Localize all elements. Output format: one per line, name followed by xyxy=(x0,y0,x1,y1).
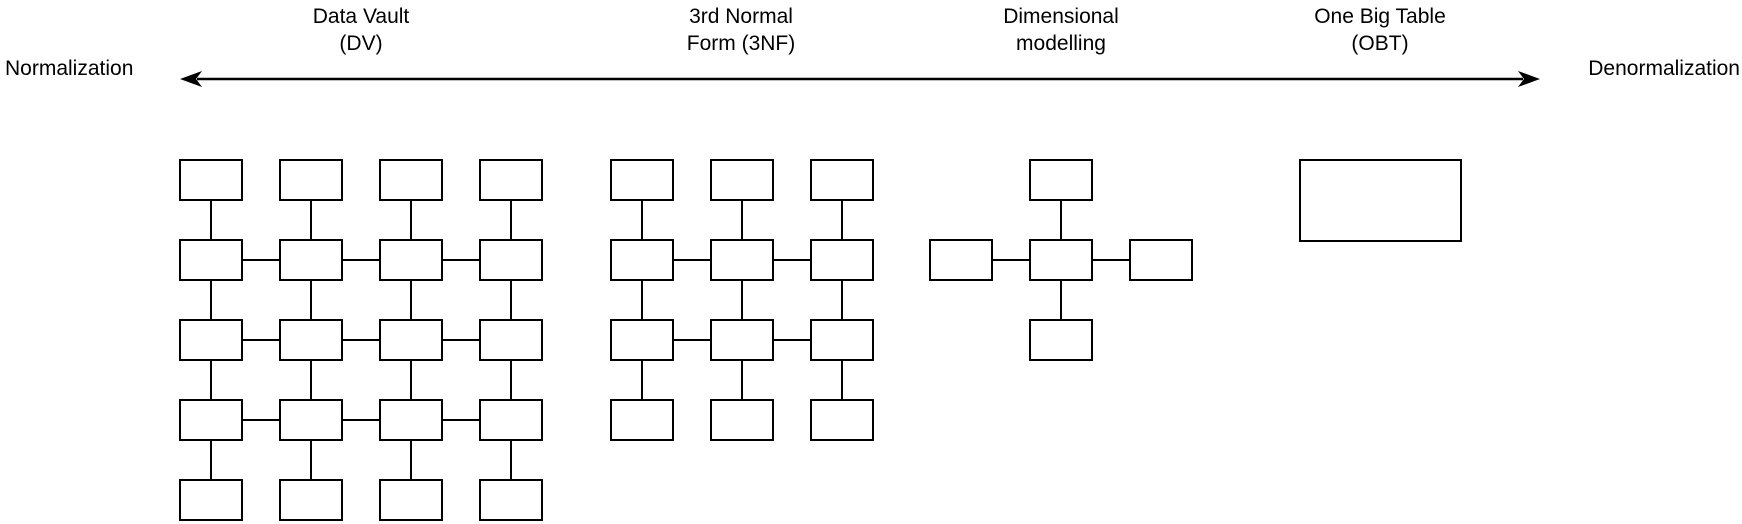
entity-box xyxy=(610,239,674,281)
category-label-line: Dimensional xyxy=(1003,5,1119,28)
third-normal-form-schema xyxy=(610,159,874,441)
entity-box xyxy=(379,479,443,521)
entity-box xyxy=(810,159,874,201)
arrowhead-right-icon xyxy=(1518,71,1540,87)
category-label-line: One Big Table xyxy=(1314,5,1446,28)
entity-box xyxy=(279,239,343,281)
entity-box xyxy=(1029,319,1093,361)
entity-box xyxy=(810,239,874,281)
entity-box xyxy=(1129,239,1193,281)
category-label-dimensional-modelling: Dimensional modelling xyxy=(911,3,1211,57)
category-label-line: 3rd Normal xyxy=(689,5,793,28)
category-label-line: Form (3NF) xyxy=(686,32,796,55)
spectrum-arrow xyxy=(180,71,1540,87)
axis-label-denormalization: Denormalization xyxy=(1588,57,1740,80)
category-label-line: Data Vault xyxy=(312,5,410,28)
entity-box xyxy=(710,239,774,281)
entity-box xyxy=(610,319,674,361)
category-label-line: (OBT) xyxy=(1351,32,1409,55)
entity-box xyxy=(1299,159,1462,242)
entity-box xyxy=(379,159,443,201)
entity-box xyxy=(179,319,243,361)
entity-box xyxy=(929,239,993,281)
entity-box xyxy=(279,399,343,441)
dimensional-star-schema xyxy=(929,159,1193,361)
entity-box xyxy=(810,399,874,441)
entity-box xyxy=(379,319,443,361)
category-label-data-vault: Data Vault (DV) xyxy=(211,3,511,57)
data-vault-schema xyxy=(179,159,543,521)
category-label-line: (DV) xyxy=(339,32,383,55)
entity-box xyxy=(479,239,543,281)
entity-box xyxy=(379,399,443,441)
entity-box xyxy=(279,479,343,521)
entity-box xyxy=(379,239,443,281)
entity-box xyxy=(179,239,243,281)
entity-box xyxy=(610,399,674,441)
entity-box xyxy=(179,399,243,441)
entity-box xyxy=(279,319,343,361)
entity-box xyxy=(610,159,674,201)
category-label-third-normal-form: 3rd Normal Form (3NF) xyxy=(591,3,891,57)
entity-box xyxy=(710,159,774,201)
category-label-one-big-table: One Big Table (OBT) xyxy=(1230,3,1530,57)
entity-box xyxy=(279,159,343,201)
entity-box xyxy=(479,479,543,521)
axis-label-normalization: Normalization xyxy=(5,57,134,80)
entity-box xyxy=(810,319,874,361)
entity-box xyxy=(179,159,243,201)
one-big-table-schema xyxy=(1299,159,1462,242)
entity-box xyxy=(479,319,543,361)
category-label-line: modelling xyxy=(1016,32,1106,55)
entity-box xyxy=(479,159,543,201)
entity-box xyxy=(710,399,774,441)
entity-box xyxy=(1029,159,1093,201)
entity-box xyxy=(710,319,774,361)
entity-box xyxy=(479,399,543,441)
entity-box xyxy=(179,479,243,521)
entity-box xyxy=(1029,239,1093,281)
arrowhead-left-icon xyxy=(180,71,202,87)
